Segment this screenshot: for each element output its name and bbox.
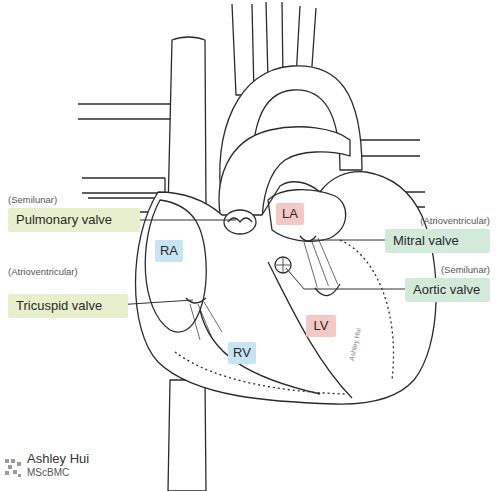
valve-box: Mitral valve (385, 229, 490, 253)
logo-square (5, 459, 9, 463)
brachiocephalic-artery (232, 4, 254, 95)
chamber-label: RV (228, 342, 256, 364)
valve-label: (Semilunar) Aortic valve (405, 264, 490, 302)
chamber-name: RV (233, 345, 251, 360)
logo-square (5, 471, 9, 475)
chamber-box: RA (155, 240, 183, 262)
inferior-vena-cava (168, 380, 206, 491)
logo-icon (5, 459, 21, 477)
heart-drawing (78, 2, 436, 491)
pulmonary-artery (78, 104, 178, 119)
logo-square (17, 462, 21, 466)
valve-box: Aortic valve (405, 278, 490, 302)
valve-box: Pulmonary valve (8, 208, 140, 232)
left-ventricle-wall (340, 240, 393, 380)
chamber-name: LV (314, 318, 329, 333)
right-ventricle-wall (200, 310, 320, 394)
valve-label: (Atrioventricular) Tricuspid valve (8, 266, 128, 318)
chamber-box: LA (276, 203, 304, 225)
author-degree: MScBMC (27, 467, 69, 478)
valve-box: Tricuspid valve (8, 294, 128, 318)
valve-label: (Atrioventricular) Mitral valve (385, 215, 490, 253)
chamber-label: LV (306, 315, 336, 337)
valve-name: Pulmonary valve (16, 212, 112, 227)
logo-square (8, 465, 12, 469)
valve-label: (Semilunar) Pulmonary valve (8, 194, 140, 232)
logo-square (11, 459, 15, 463)
valve-name: Mitral valve (393, 233, 459, 248)
chamber-label: RA (155, 240, 183, 262)
left-atrium-wall (268, 190, 346, 242)
chamber-label: LA (276, 203, 304, 225)
valve-name: Tricuspid valve (16, 298, 102, 313)
author-name: Ashley Hui (27, 451, 89, 466)
valve-type: (Atrioventricular) (385, 215, 490, 226)
valve-type: (Semilunar) (8, 194, 140, 205)
chordae (190, 302, 222, 340)
logo-square (13, 470, 17, 474)
pulmonary-valve-symbol (224, 210, 256, 234)
valve-type: (Atrioventricular) (8, 266, 128, 277)
chamber-box: LV (306, 315, 336, 337)
chamber-box: RV (228, 342, 256, 364)
watermark: Ashley Hui (348, 327, 362, 361)
valve-name: Aortic valve (413, 282, 480, 297)
chordae (304, 238, 338, 290)
valve-type: (Semilunar) (405, 264, 490, 275)
logo-square (18, 474, 21, 477)
papillary-muscle (315, 284, 340, 296)
pulmonary-vein (82, 178, 165, 193)
chamber-name: RA (160, 243, 178, 258)
heart-outline (136, 172, 437, 404)
myocardium (175, 352, 345, 394)
septum (268, 262, 352, 398)
superior-vena-cava (168, 37, 206, 210)
chamber-name: LA (282, 206, 298, 221)
